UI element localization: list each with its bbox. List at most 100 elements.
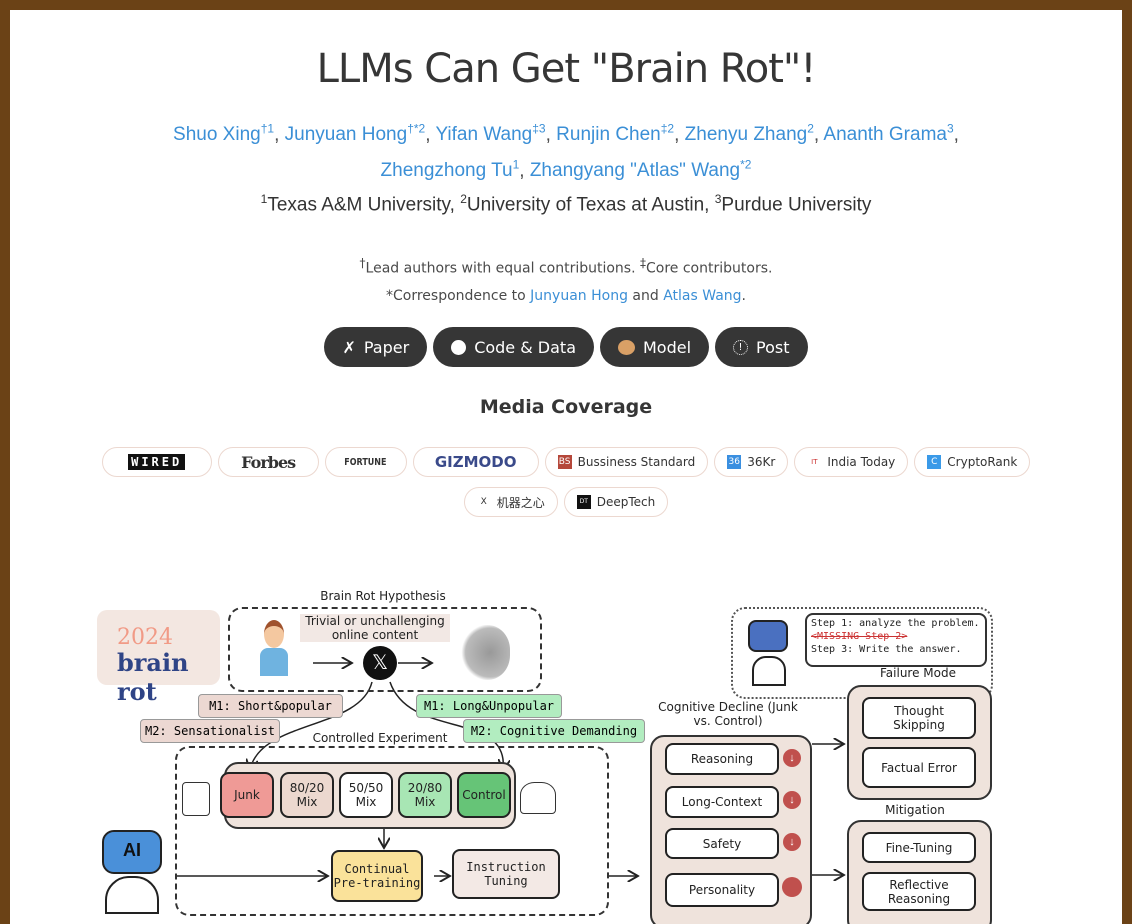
box-label: Reflective Reasoning [887,877,951,906]
author-link[interactable]: Shuo Xing†1 [173,122,275,146]
author-link[interactable]: Zhengzhong Tu1 [380,158,520,182]
media-chip-cryptorank[interactable]: C CryptoRank [914,447,1031,477]
india-today-icon: IT [811,458,818,466]
m2-junk-tag: M2: Sensationalist [140,719,280,743]
mitigation-title: Mitigation [885,803,945,817]
logo-text: brain rot [117,648,189,706]
author-link[interactable]: Runjin Chen‡2 [556,122,675,146]
down-arrow-icon: ↓ [783,791,801,809]
hypothesis-box [228,607,542,692]
project-page: LLMs Can Get "Brain Rot"! Shuo Xing†1, J… [10,10,1122,924]
author-link[interactable]: Yifan Wang‡3 [435,122,546,146]
box-label: Factual Error [881,760,957,775]
m2-control-tag: M2: Cognitive Demanding [463,719,645,743]
person-icon [260,620,288,678]
box-label: Instruction Tuning [466,860,546,888]
media-chip-forbes[interactable]: Forbes [217,447,319,477]
step-1: Step 1: analyze the problem. [811,618,980,629]
brain-decay-icon [460,625,510,680]
decline-safety: Safety [665,828,779,859]
decline-reasoning: Reasoning [665,743,779,775]
down-arrow-icon: ↓ [783,833,801,851]
reflective-reasoning-box: Reflective Reasoning [862,872,976,911]
instruction-tuning-box: Instruction Tuning [452,849,560,899]
mix-label: 80/20 Mix [289,781,325,809]
arrow [250,681,373,770]
wired-logo: WIRED [128,454,186,470]
business-standard-icon: BS [557,455,572,469]
jiqizhixin-icon: X [480,497,487,507]
mix-80-20: 80/20 Mix [280,772,334,818]
button-label: Post [756,337,790,357]
post-button[interactable]: !Post [715,327,808,367]
experiment-title: Controlled Experiment [312,731,448,745]
reasoning-steps-bubble: Step 1: analyze the problem. <MISSING St… [805,613,987,667]
chip-label: CryptoRank [947,455,1018,469]
chip-label: 36Kr [747,455,776,469]
author-link[interactable]: Ananth Grama3 [823,122,954,146]
experiment-box [175,746,609,916]
mix-20-80: 20/80 Mix [398,772,452,818]
cryptorank-icon: C [927,455,942,469]
mix-control: Control [457,772,511,818]
continual-pretraining-box: Continual Pre-training [331,850,423,902]
button-label: Model [643,337,692,357]
ai-robot-small-icon [748,620,788,686]
media-chip-gizmodo[interactable]: GIZMODO [412,447,539,477]
deeptech-icon: DT [576,495,591,509]
m1-control-tag: M1: Long&Unpopular [416,694,562,718]
box-label: Thought Skipping [893,704,945,732]
media-chip-deeptech[interactable]: DT DeepTech [563,487,669,517]
chip-label: 机器之心 [496,495,545,510]
brain-rot-logo: 2024 brain rot [97,610,220,706]
model-button[interactable]: Model [600,327,710,367]
correspondence-note: *Correspondence to Junyuan Hong and Atla… [386,288,746,304]
ai-robot-icon: AI [100,830,164,914]
github-icon [451,339,467,355]
arxiv-icon: ✗ [342,337,356,357]
author-list: Shuo Xing†1, Junyuan Hong†*2, Yifan Wang… [173,122,959,146]
box-label: Continual Pre-training [333,862,421,890]
content-label: Trivial or unchallenging online content [300,614,450,642]
mix-label: Junk [234,788,260,802]
correspondence-link[interactable]: Junyuan Hong [530,288,628,304]
author-link[interactable]: Junyuan Hong†*2 [284,122,426,146]
fine-tuning-box: Fine-Tuning [862,832,976,863]
mix-50-50: 50/50 Mix [339,772,393,818]
diagram-arrows [176,10,1122,924]
box-label: Personality [688,883,756,897]
button-label: Code & Data [474,337,576,357]
fortune-logo: FORTUNE [344,456,387,468]
paper-button[interactable]: ✗Paper [324,327,428,367]
forbes-logo: Forbes [241,452,296,472]
page-title: LLMs Can Get "Brain Rot"! [316,46,817,92]
code-data-button[interactable]: Code & Data [433,327,594,367]
cognitive-decline-title: Cognitive Decline (Junk vs. Control) [658,700,798,728]
chip-label: DeepTech [596,495,656,509]
social-media-icon [182,782,210,816]
huggingface-icon [618,339,635,355]
x-logo-icon: 𝕏 [363,646,397,680]
thought-skipping-box: Thought Skipping [862,697,976,739]
ai-label: AI [102,830,162,874]
link-buttons: ✗Paper Code & Data Model !Post [10,327,1122,367]
author-link[interactable]: Zhenyu Zhang2 [684,122,814,146]
devil-icon [782,877,802,897]
mix-label: 50/50 Mix [348,781,384,809]
gizmodo-logo: GIZMODO [434,453,517,471]
media-chip-jiqizhixin[interactable]: X 机器之心 [463,487,558,517]
mix-label: Control [462,788,506,802]
brain-book-icon [520,782,556,814]
affiliations: 1Texas A&M University, 2University of Te… [260,192,872,216]
media-chip-fortune[interactable]: FORTUNE [324,447,407,477]
media-chip-wired[interactable]: WIRED [101,447,212,477]
factual-error-box: Factual Error [862,747,976,788]
author-link[interactable]: Zhangyang "Atlas" Wang*2 [529,158,752,182]
box-label: Safety [702,836,742,851]
correspondence-link[interactable]: Atlas Wang [663,288,742,304]
hypothesis-title: Brain Rot Hypothesis [320,589,446,603]
